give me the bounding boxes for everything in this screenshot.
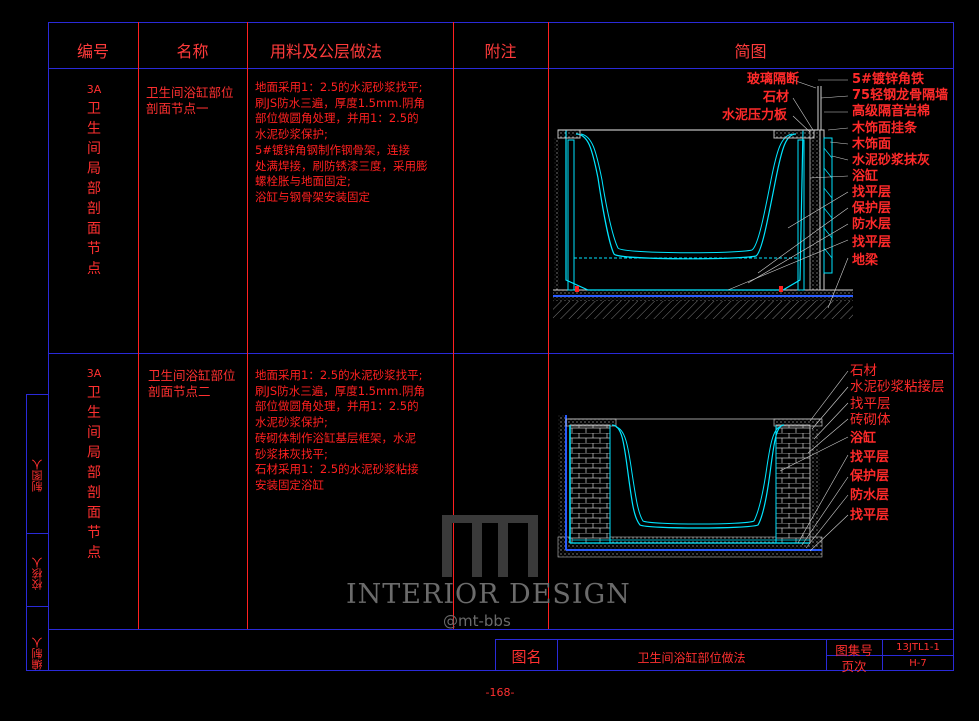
row1-label-right: 找平层	[852, 185, 892, 200]
row1-label-left: 玻璃隔断	[746, 72, 799, 87]
watermark-handle: @mt-bbs	[443, 612, 511, 630]
row1-label-left: 石材	[762, 90, 789, 105]
row1-code-char: 间	[87, 141, 101, 157]
header-notes: 附注	[484, 42, 517, 61]
row1-label-right: 防水层	[852, 217, 892, 232]
row1-label-right: 5#镀锌角铁	[852, 72, 924, 87]
row2-code-prefix: 3A	[86, 367, 102, 380]
row2-label-right: 水泥砂浆粘接层	[850, 379, 945, 395]
header-name: 名称	[176, 42, 209, 61]
row2-code-char: 部	[87, 465, 101, 481]
row1-label-right: 木饰面挂条	[852, 121, 918, 136]
row1-name: 卫生间浴缸部位 剖面节点一	[146, 85, 234, 117]
watermark-text: INTERIOR DESIGN	[346, 579, 631, 610]
row1-code-char: 部	[87, 181, 101, 197]
row1-label-right: 浴缸	[852, 169, 879, 184]
row1-label-right: 地梁	[852, 253, 879, 268]
row2-name-line: 卫生间浴缸部位	[148, 368, 236, 383]
row1-label-right: 保护层	[852, 201, 892, 216]
row1-code-char: 局	[87, 161, 101, 177]
row1-code: 3A 卫 生 间 局 部 剖 面 节 点	[78, 80, 110, 279]
side-label-drafter: 制图人	[31, 459, 44, 492]
footer-title-label: 图名	[511, 648, 542, 666]
row2-label-right: 石材	[850, 363, 877, 379]
row1-materials: 地面采用1：2.5的水泥砂浆找平; 刷JS防水三遍，厚度1.5mm.阴角 部位做…	[255, 80, 428, 204]
row1-code-char: 点	[87, 261, 101, 277]
row2-label-right: 保护层	[850, 469, 890, 484]
row1-label-right: 找平层	[852, 235, 892, 250]
row2-label-right: 找平层	[850, 508, 890, 523]
footer-title-value: 卫生间浴缸部位做法	[637, 651, 746, 665]
row2-code-char: 卫	[87, 385, 101, 401]
footer-atlas-label: 图集号	[835, 643, 873, 658]
row2-code-char: 点	[87, 545, 101, 561]
page-number: -168-	[485, 686, 515, 699]
row2-label-right: 防水层	[850, 488, 890, 503]
row2-code-char: 剖	[87, 485, 101, 501]
side-label-compiler: 编制人	[31, 637, 44, 670]
row2-label-right: 砖砌体	[850, 412, 891, 428]
header-materials: 用料及公层做法	[270, 42, 383, 61]
row2-code-char: 局	[87, 445, 101, 461]
row2-code: 3A 卫 生 间 局 部 剖 面 节 点	[78, 364, 110, 563]
row2-materials: 地面采用1：2.5的水泥砂浆找平; 刷JS防水三遍，厚度1.5mm.阴角 部位做…	[255, 368, 426, 492]
row2-code-char: 间	[87, 425, 101, 441]
row1-code-prefix: 3A	[86, 83, 102, 96]
row2-label-right: 找平层	[850, 450, 890, 465]
row1-label-right: 75轻钢龙骨隔墙	[852, 88, 949, 103]
row2-name-line: 剖面节点二	[148, 384, 211, 399]
watermark-logo	[442, 515, 538, 577]
footer-page-label: 页次	[841, 659, 867, 674]
header-diagram: 简图	[734, 42, 767, 61]
row2-code-char: 生	[87, 405, 101, 421]
row1-code-char: 生	[87, 121, 101, 137]
row1-label-right: 水泥砂浆抹灰	[852, 153, 931, 168]
row1-label-right: 木饰面	[852, 137, 892, 152]
row1-name-line: 剖面节点一	[146, 101, 209, 116]
header-code: 编号	[76, 42, 109, 61]
row1-label-left: 水泥压力板	[721, 108, 787, 123]
row2-name: 卫生间浴缸部位 剖面节点二	[148, 368, 236, 400]
row1-name-line: 卫生间浴缸部位	[146, 85, 234, 100]
row2-label-right: 找平层	[850, 396, 891, 412]
row1-code-char: 面	[87, 221, 101, 237]
row2-label-right: 浴缸	[850, 431, 877, 446]
row2-code-char: 面	[87, 505, 101, 521]
side-label-checker: 校核人	[31, 557, 44, 590]
row1-section-diagram	[553, 79, 853, 319]
row2-code-char: 节	[87, 525, 101, 541]
footer-page-value: H-7	[909, 658, 927, 669]
row1-label-right: 高级隔音岩棉	[852, 104, 931, 119]
row1-code-char: 节	[87, 241, 101, 257]
row2-section-diagram	[557, 370, 849, 558]
row1-code-char: 剖	[87, 201, 101, 217]
footer-atlas-value: 13JTL1-1	[896, 642, 940, 653]
row1-code-char: 卫	[87, 101, 101, 117]
